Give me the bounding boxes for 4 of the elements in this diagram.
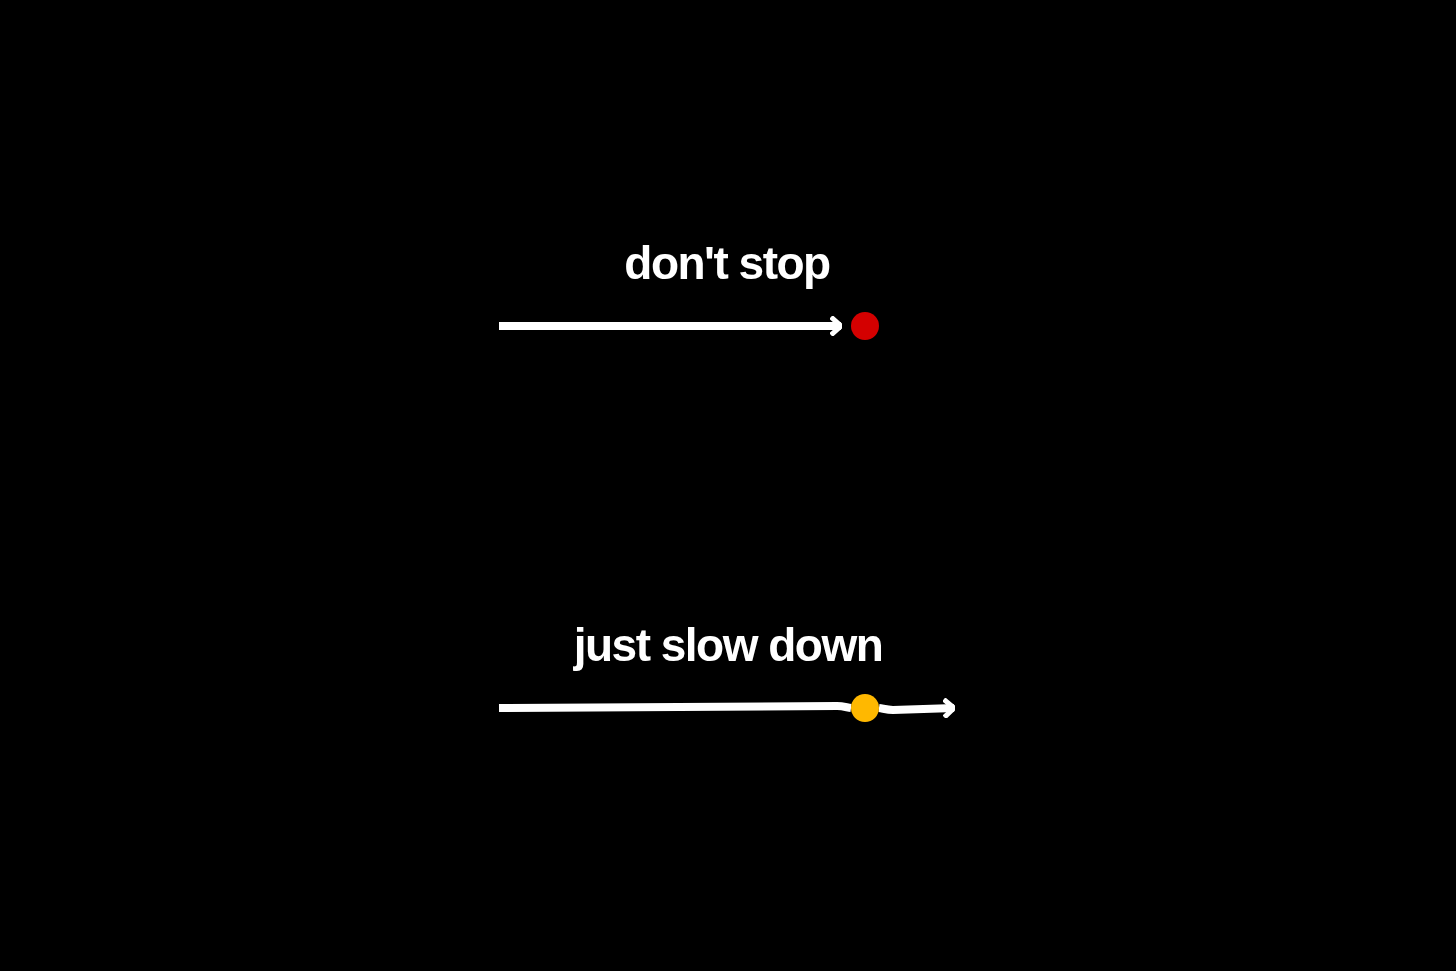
dot — [851, 694, 879, 722]
arrow — [878, 696, 957, 720]
line — [498, 702, 852, 712]
dot — [851, 312, 879, 340]
